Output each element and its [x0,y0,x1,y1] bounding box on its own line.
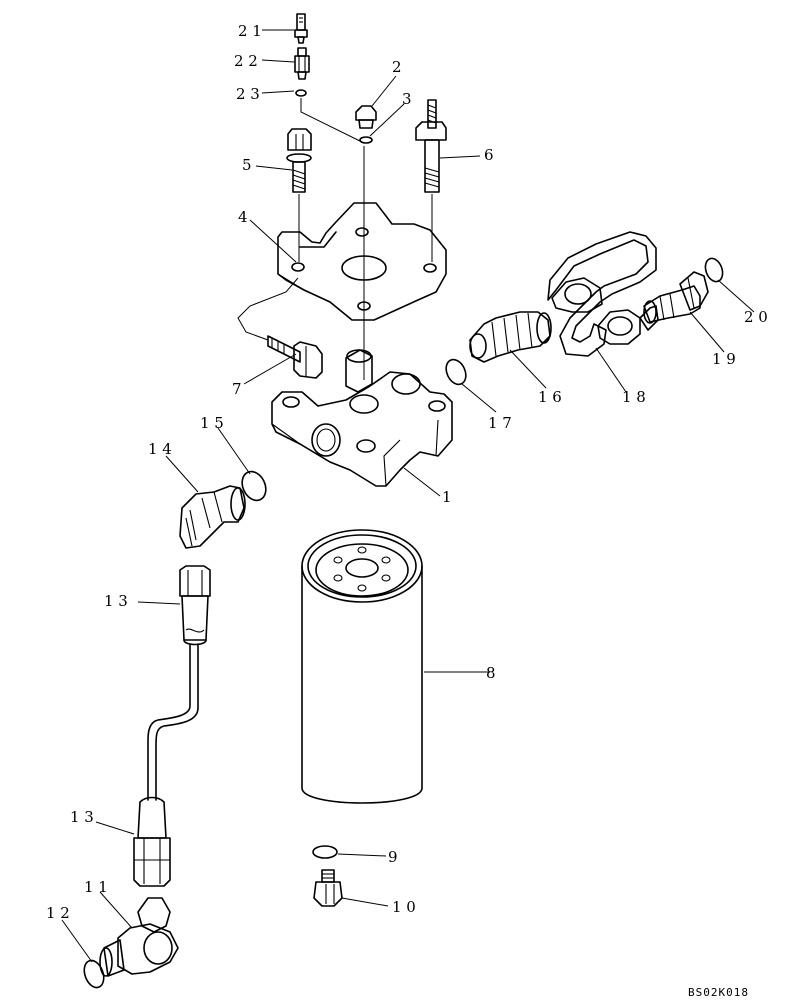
label-part-22: 2 2 [234,52,258,70]
part-12-oring [83,959,105,989]
part-11-elbow [99,897,179,977]
label-part-11: 1 1 [84,878,108,896]
part-20-oring [704,257,724,283]
part-23-guide-line [300,98,365,144]
part-22-adapter [294,47,310,80]
hose-line-2 [155,643,199,801]
part-1-filter-head [271,349,453,487]
label-part-3: 3 [402,90,412,108]
part-3-oring [359,136,373,144]
label-part-23: 2 3 [236,85,260,103]
label-part-6: 6 [484,146,494,164]
label-part-19: 1 9 [712,350,736,368]
part-7-bolt [267,335,323,379]
part-10-drain-plug [313,869,343,907]
part-21-fitting [294,13,308,44]
label-part-21: 2 1 [238,22,262,40]
label-part-14: 1 4 [148,440,172,458]
label-part-13-upper: 1 3 [104,592,128,610]
part-23-oring [295,89,307,97]
part-2-plug [355,105,377,129]
part-14-connector [179,485,246,549]
label-part-1: 1 [442,488,452,506]
label-part-10: 1 0 [392,898,416,916]
label-part-18: 1 8 [622,388,646,406]
part-6-stud [415,99,447,193]
label-part-15: 1 5 [200,414,224,432]
part-15-oring [241,470,267,502]
callout-labels: 2 1 2 2 2 3 2 3 5 6 4 7 1 8 9 1 0 1 1 1 … [46,22,768,922]
label-part-8: 8 [486,664,496,682]
label-part-2: 2 [392,58,402,76]
part-16-fitting [469,311,552,363]
part-9-oring [312,845,338,859]
part-19-connector [643,271,709,324]
label-part-20: 2 0 [744,308,768,326]
label-part-5: 5 [242,156,252,174]
part-13-upper-hose-end [179,565,211,646]
hose-line [147,643,191,801]
label-part-4: 4 [238,208,248,226]
part-13-lower-hose-end [133,796,171,887]
part-17-oring [445,358,467,386]
leader-lines [61,29,755,963]
part-7-guide-line [237,277,299,341]
label-part-13-lower: 1 3 [70,808,94,826]
label-part-12: 1 2 [46,904,70,922]
label-part-7: 7 [232,380,242,398]
part-5-bolt [286,128,312,193]
label-part-9: 9 [388,848,398,866]
part-18-tube [547,231,659,357]
part-8-filter [301,529,423,804]
label-part-16: 1 6 [538,388,562,406]
label-part-17: 1 7 [488,414,512,432]
part-4-bracket [277,202,447,321]
drawing-code: BS02K018 [688,986,749,999]
